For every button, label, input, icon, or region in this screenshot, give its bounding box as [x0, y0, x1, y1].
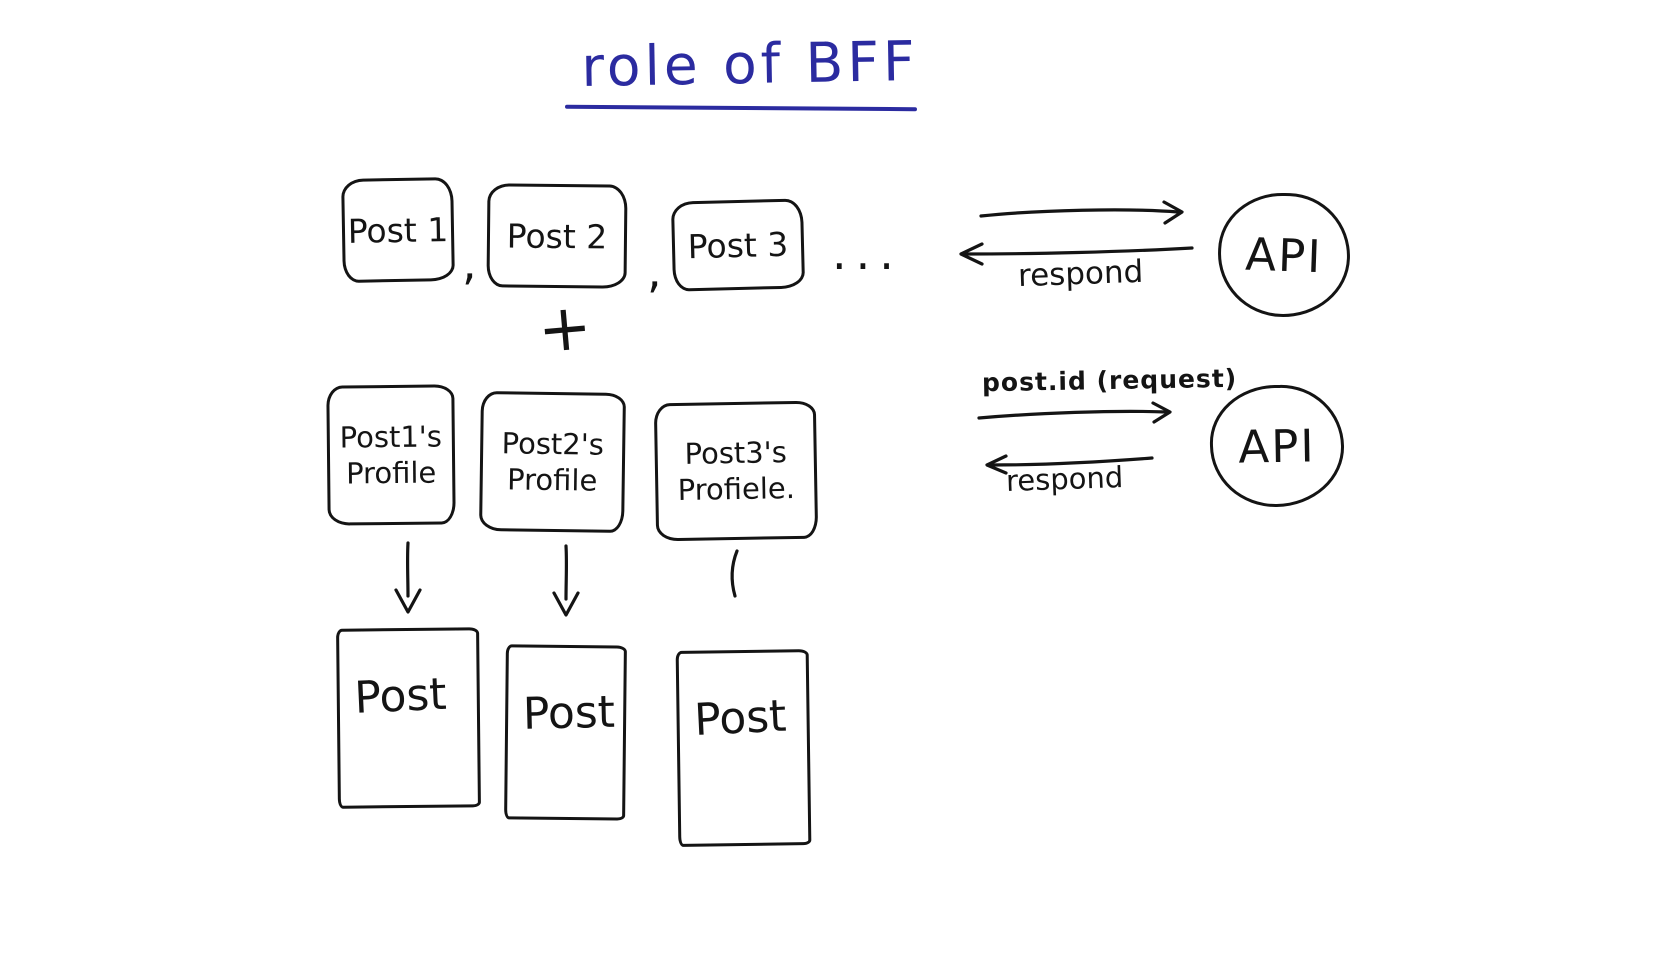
- rendered-post1-label: Post: [353, 668, 448, 724]
- arrow-down-icon: [394, 541, 422, 614]
- respond-arrow-left-icon: [985, 454, 1154, 475]
- post3-profile-line2: Profiele.: [677, 470, 796, 508]
- post1-box: Post 1: [341, 177, 455, 283]
- comma-separator-2: ,: [647, 244, 662, 298]
- post2-box: Post 2: [486, 183, 628, 289]
- request-arrow-right-icon: [979, 200, 1184, 225]
- rendered-post3-card: Post: [675, 649, 812, 847]
- post3-profile-box: Post3's Profiele.: [653, 400, 819, 542]
- post3-box: Post 3: [670, 198, 806, 292]
- comma-separator-1: ,: [462, 236, 477, 290]
- request-label: post.id (request): [981, 363, 1238, 398]
- post3-profile-line1: Post3's: [684, 434, 788, 471]
- rendered-post3-label: Post: [693, 690, 788, 747]
- api-label-top: API: [1244, 227, 1324, 283]
- post1-label: Post 1: [347, 209, 449, 251]
- post1-profile-line2: Profile: [345, 455, 437, 491]
- api-label-bottom: API: [1237, 418, 1317, 474]
- rendered-post2-card: Post: [504, 644, 627, 821]
- post2-profile-line1: Post2's: [501, 426, 605, 462]
- post2-profile-box: Post2's Profile: [479, 390, 626, 534]
- post2-profile-line2: Profile: [506, 462, 598, 498]
- post2-label: Post 2: [506, 215, 608, 257]
- respond-arrow-left-icon: [959, 242, 1194, 266]
- request-arrow-right-icon: [977, 401, 1172, 424]
- respond-label-bottom: respond: [1005, 459, 1124, 499]
- api-node-bottom: API: [1208, 383, 1346, 509]
- post3-label: Post 3: [687, 224, 789, 266]
- api-node-top: API: [1215, 190, 1353, 320]
- diagram-title: role of BFF: [580, 29, 920, 99]
- rendered-post2-label: Post: [522, 686, 616, 740]
- plus-sign: +: [534, 289, 595, 369]
- ellipsis-dots: ...: [832, 226, 903, 280]
- respond-label-top: respond: [1017, 253, 1144, 295]
- post1-profile-box: Post1's Profile: [326, 384, 456, 526]
- title-underline: [564, 104, 918, 112]
- connector-stroke-icon: [730, 549, 739, 598]
- rendered-post1-card: Post: [336, 627, 481, 809]
- arrow-down-icon: [552, 544, 580, 617]
- post1-profile-line1: Post1's: [339, 419, 443, 455]
